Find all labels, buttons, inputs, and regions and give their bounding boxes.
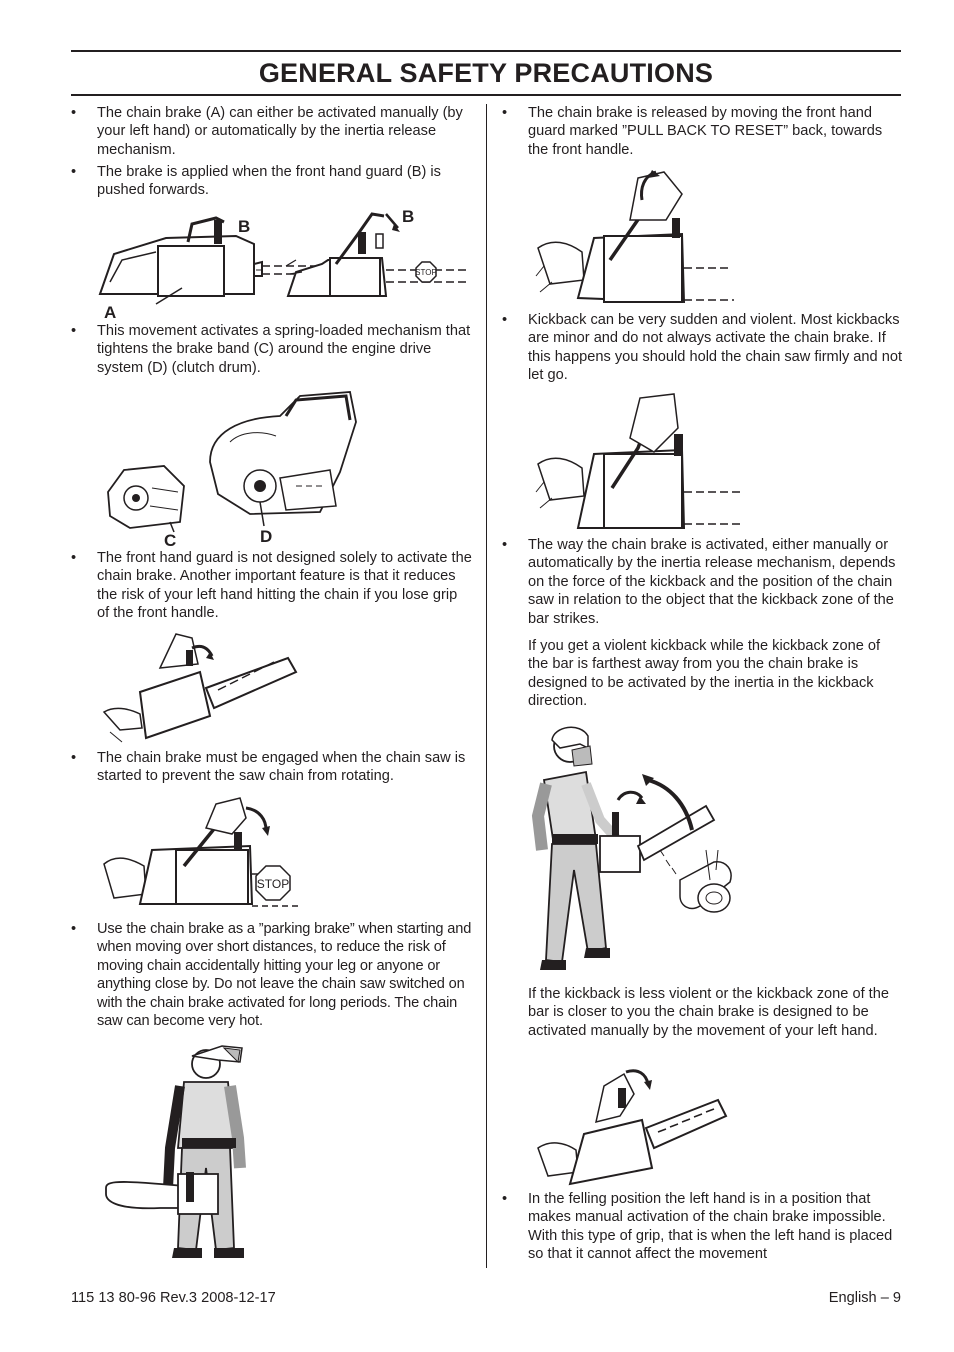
figure-kickback-inertia: [530, 720, 750, 982]
bullet-marker: •: [502, 537, 508, 553]
left-item-6: Use the chain brake as a ”parking brake”…: [97, 921, 472, 1030]
left-item-1: The chain brake (A) can either be activa…: [97, 105, 463, 158]
label-b: B: [238, 217, 250, 236]
label-a: A: [104, 303, 116, 322]
bullet-marker: •: [71, 550, 77, 566]
figure-brake-band-clutch: C D: [100, 382, 370, 547]
left-item-4: The front hand guard is not designed sol…: [97, 550, 472, 622]
figure-chain-brake-ab: A B B STOP: [96, 204, 466, 324]
bullet-marker: •: [71, 750, 77, 766]
right-item-2: Kickback can be very sudden and violent.…: [528, 312, 902, 384]
figure-manual-activation: [534, 1066, 730, 1188]
label-b2: B: [402, 207, 414, 226]
right-item-1: The chain brake is released by moving th…: [528, 105, 883, 158]
header-rule-bottom: [71, 94, 901, 96]
figure-pull-back-reset: [534, 168, 734, 308]
label-stop: STOP: [257, 877, 289, 891]
bullet-marker: •: [71, 323, 77, 339]
left-item-5: The chain brake must be engaged when the…: [97, 750, 466, 785]
right-paragraph-1: If you get a violent kickback while the …: [528, 638, 881, 710]
bullet-marker: •: [502, 1191, 508, 1207]
figure-person-carrying-saw: [100, 1038, 260, 1270]
bullet-marker: •: [502, 312, 508, 328]
figure-hand-guard-kickback: [100, 628, 300, 746]
figure-start-brake-engaged: STOP: [100, 794, 300, 918]
label-stop-small: STOP: [415, 268, 437, 277]
figure-hold-saw-firmly: [534, 392, 740, 532]
bullet-marker: •: [71, 921, 77, 937]
left-item-3: This movement activates a spring-loaded …: [97, 323, 471, 376]
footer-doc-number: 115 13 80-96 Rev.3 2008-12-17: [71, 1290, 276, 1306]
right-item-3: The way the chain brake is activated, ei…: [528, 537, 896, 627]
column-divider: [486, 104, 487, 1268]
left-item-2: The brake is applied when the front hand…: [97, 164, 441, 199]
header-rule-top: [71, 50, 901, 52]
footer-page-number: English – 9: [828, 1290, 901, 1306]
label-c: C: [164, 531, 176, 547]
bullet-marker: •: [71, 105, 77, 121]
bullet-marker: •: [502, 105, 508, 121]
bullet-marker: •: [71, 164, 77, 180]
right-item-4: In the felling position the left hand is…: [528, 1191, 893, 1263]
right-paragraph-2: If the kickback is less violent or the k…: [528, 986, 889, 1039]
label-d: D: [260, 527, 272, 546]
page-title: GENERAL SAFETY PRECAUTIONS: [258, 58, 714, 88]
